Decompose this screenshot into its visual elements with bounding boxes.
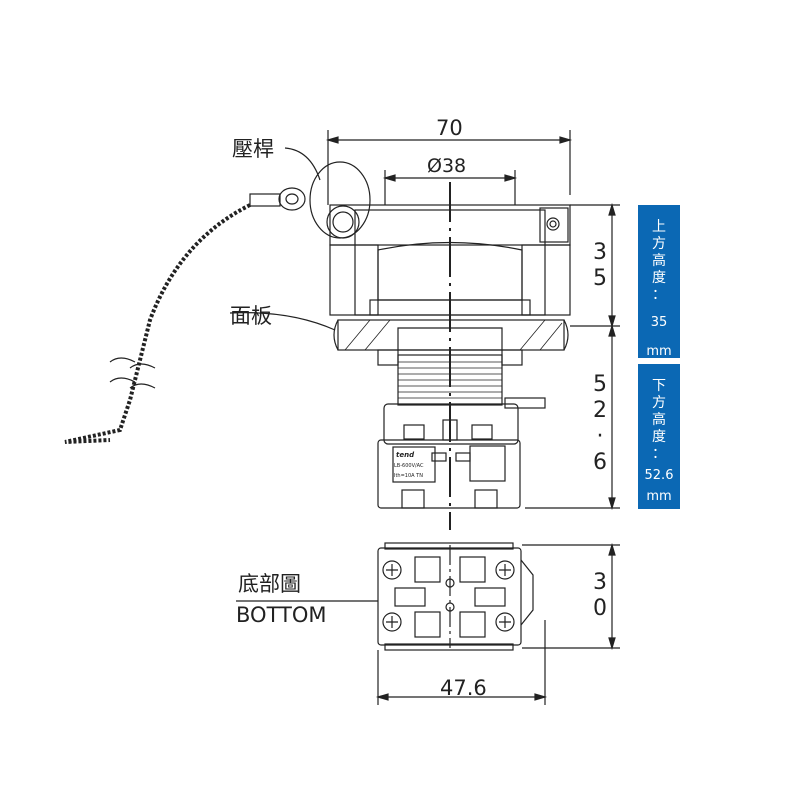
- title-char: 上: [652, 219, 666, 235]
- dim-vertical: [522, 202, 620, 651]
- digit: 0: [593, 596, 607, 621]
- upper-height-box: 上 方 高 度 ： 35 mm: [638, 205, 680, 359]
- box-value: 35: [650, 315, 668, 330]
- dim-38: [382, 170, 518, 205]
- digit: 6: [593, 450, 607, 475]
- title-char: 高: [652, 253, 666, 269]
- digit: 3: [593, 240, 607, 265]
- dim-35-label: 3 5: [590, 240, 610, 292]
- contact-block: tend LB-600V/AC Ith=10A TN: [377, 397, 546, 509]
- bottom-view: [377, 542, 534, 651]
- title-char: 高: [652, 412, 666, 428]
- panel-label: 面板: [230, 304, 272, 328]
- svg-text:Ith=10A TN: Ith=10A TN: [394, 473, 423, 479]
- box-value: 52.6: [644, 468, 674, 483]
- bottom-label-en: BOTTOM: [236, 603, 327, 627]
- dim-38-label: Ø38: [427, 155, 467, 177]
- lever-ring: [249, 147, 371, 239]
- svg-text:LB-600V/AC: LB-600V/AC: [394, 463, 424, 469]
- title-char: 度: [652, 429, 666, 445]
- digit: 2: [593, 398, 607, 423]
- lever-label: 壓桿: [232, 137, 274, 161]
- dim-47-6-label: 47.6: [440, 676, 487, 700]
- panel: [229, 312, 569, 351]
- ball-chain: [64, 203, 251, 444]
- dim-70: [325, 130, 573, 205]
- title-char: ：: [652, 287, 666, 303]
- dim-52-6-label: 5 2 · 6: [590, 372, 610, 476]
- svg-text:tend: tend: [396, 451, 415, 459]
- dim-70-label: 70: [436, 116, 463, 140]
- digit: 5: [593, 266, 607, 291]
- digit: ·: [596, 424, 604, 449]
- dim-47-6: [375, 620, 548, 705]
- title-char: 度: [652, 270, 666, 286]
- box-unit: mm: [646, 489, 672, 504]
- title-char: 方: [652, 395, 666, 411]
- bottom-label-cn: 底部圖: [238, 572, 301, 596]
- title-char: ：: [652, 446, 666, 462]
- title-char: 方: [652, 236, 666, 252]
- dim-30-label: 3 0: [590, 570, 610, 622]
- lower-height-box: 下 方 高 度 ： 52.6 mm: [638, 364, 680, 509]
- title-char: 下: [652, 378, 666, 394]
- digit: 3: [593, 570, 607, 595]
- digit: 5: [593, 372, 607, 397]
- box-unit: mm: [646, 344, 672, 359]
